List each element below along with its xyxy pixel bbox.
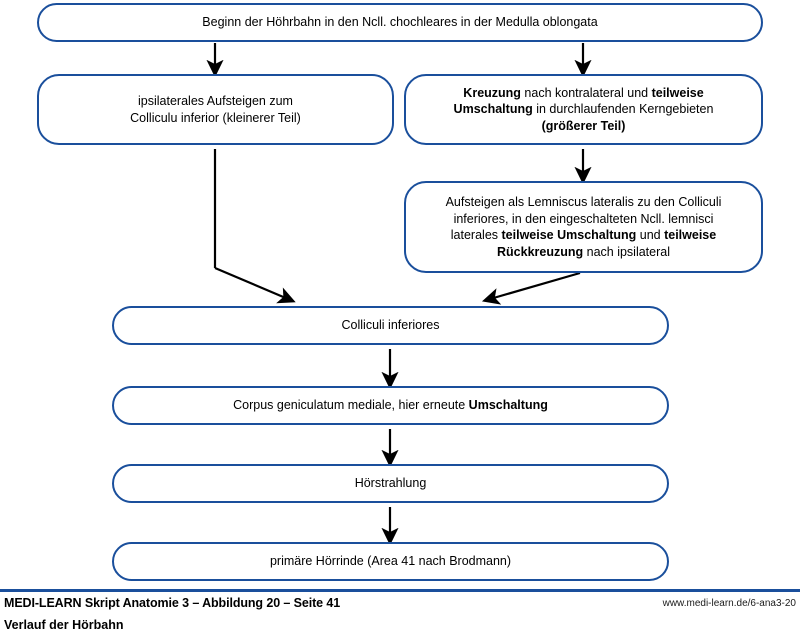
- connector-ipsi-to-colliculi: [213, 149, 296, 304]
- node-ipsilateral-ascent-label: ipsilaterales Aufsteigen zum Colliculu i…: [49, 93, 382, 126]
- footer: MEDI-LEARN Skript Anatomie 3 – Abbildung…: [0, 596, 800, 641]
- node-kreuzung-kw-kreuzung: Kreuzung: [463, 85, 521, 100]
- node-primaere-hoerrinde-label: primäre Hörrinde (Area 41 nach Brodmann): [269, 554, 512, 569]
- node-hoerstrahlung[interactable]: Hörstrahlung: [112, 464, 669, 503]
- node-lemniscus-kw-rueckkreuzung: Rückkreuzung: [497, 244, 584, 259]
- footer-subtitle: Verlauf der Hörbahn: [4, 618, 124, 632]
- node-corpus-kw-umschaltung: Umschaltung: [468, 398, 548, 413]
- node-lemniscus-kw-teilweise-umschaltung: teilweise Umschaltung: [501, 228, 637, 242]
- node-kreuzung-t2: in durchlaufenden Kerngebieten: [532, 102, 714, 117]
- node-corpus-text: Corpus geniculatum mediale, hier erneute: [233, 398, 469, 413]
- node-lemniscus-t4b: nach ipsilateral: [583, 244, 670, 259]
- node-ipsi-line-1: ipsilaterales Aufsteigen zum: [138, 94, 293, 108]
- node-start-label: Beginn der Höhrbahn in den Ncll. chochle…: [202, 15, 598, 30]
- node-ipsi-line-2: Colliculu inferior (kleinerer Teil): [130, 110, 301, 125]
- footer-title: MEDI-LEARN Skript Anatomie 3 – Abbildung…: [4, 596, 341, 610]
- node-kreuzung-kw-teilweise: teilweise: [651, 85, 704, 100]
- node-corpus-label: Corpus geniculatum mediale, hier erneute…: [124, 397, 657, 414]
- node-kreuzung-t1: nach kontralateral und: [520, 85, 652, 100]
- node-corpus-geniculatum-mediale[interactable]: Corpus geniculatum mediale, hier erneute…: [112, 386, 669, 425]
- footer-divider: [0, 589, 800, 592]
- node-kreuzung-kw-groesserer-teil: (größerer Teil): [541, 118, 626, 133]
- node-kreuzung-kw-umschaltung: Umschaltung: [453, 102, 533, 117]
- connector-lemniscus-to-colliculi: [481, 271, 581, 305]
- node-kreuzung[interactable]: Kreuzung nach kontralateral und teilweis…: [404, 74, 763, 145]
- node-lemniscus-lateralis[interactable]: Aufsteigen als Lemniscus lateralis zu de…: [404, 181, 763, 273]
- node-hoerstrahlung-label: Hörstrahlung: [354, 476, 427, 491]
- node-start[interactable]: Beginn der Höhrbahn in den Ncll. chochle…: [37, 3, 763, 42]
- node-ipsilateral-ascent[interactable]: ipsilaterales Aufsteigen zum Colliculu i…: [37, 74, 394, 145]
- node-colliculi-inferiores-label: Colliculi inferiores: [341, 318, 440, 333]
- node-lemniscus-kw-teilweise: teilweise: [664, 228, 717, 242]
- footer-url[interactable]: www.medi-learn.de/6-ana3-20: [662, 598, 796, 609]
- node-lemniscus-line-2: inferiores, in den eingeschalteten Ncll.…: [453, 211, 714, 226]
- node-lemniscus-line-1: Aufsteigen als Lemniscus lateralis zu de…: [445, 195, 722, 209]
- node-kreuzung-label: Kreuzung nach kontralateral und teilweis…: [416, 85, 751, 135]
- node-lemniscus-t3a: laterales: [450, 228, 502, 242]
- node-lemniscus-t3c: und: [636, 228, 665, 242]
- node-primaere-hoerrinde[interactable]: primäre Hörrinde (Area 41 nach Brodmann): [112, 542, 669, 581]
- node-colliculi-inferiores[interactable]: Colliculi inferiores: [112, 306, 669, 345]
- node-lemniscus-label: Aufsteigen als Lemniscus lateralis zu de…: [416, 194, 751, 260]
